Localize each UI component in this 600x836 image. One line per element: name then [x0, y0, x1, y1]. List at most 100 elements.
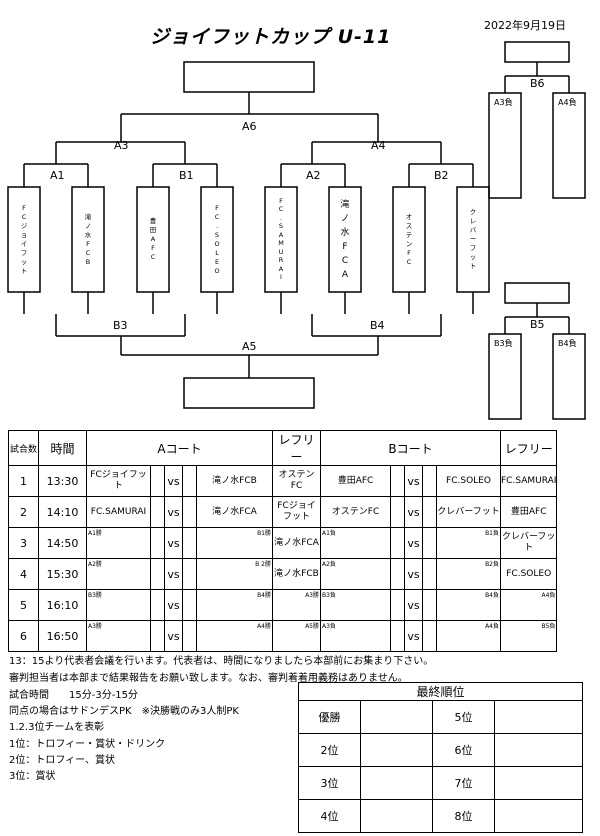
- rank-value: [360, 766, 433, 800]
- b-court-referee: FC.SOLEO: [499, 558, 558, 590]
- a-court-referee: 滝ノ水FCB: [272, 558, 321, 590]
- spacer-cell: [422, 558, 437, 590]
- rank-label: 6位: [432, 733, 495, 767]
- match-number: 5: [8, 589, 39, 621]
- a-court-home-team: B3勝: [86, 589, 151, 621]
- vs-label: vs: [404, 589, 423, 621]
- a-court-home-team: FCジョイフット: [86, 465, 151, 497]
- a-court-away-team: 滝ノ水FCA: [196, 496, 273, 528]
- match-label-a2: A2: [306, 169, 321, 182]
- header-b-court: Bコート: [320, 430, 501, 466]
- b-court-home-team: オステンFC: [320, 496, 391, 528]
- rank-label: 7位: [432, 766, 495, 800]
- vs-label: vs: [404, 558, 423, 590]
- spacer-cell: [150, 465, 165, 497]
- vs-label: vs: [164, 496, 183, 528]
- match-number: 3: [8, 527, 39, 559]
- b-court-referee: FC.SAMURAI: [499, 465, 558, 497]
- vs-label: vs: [164, 527, 183, 559]
- spacer-cell: [422, 589, 437, 621]
- a-court-referee: A3勝: [272, 589, 321, 621]
- vs-label: vs: [404, 620, 423, 652]
- a-court-referee: FCジョイフット: [272, 496, 321, 528]
- match-label-a5: A5: [242, 340, 257, 353]
- match-label-b6: B6: [530, 77, 545, 90]
- page-title: ジョイフットカップ U-11: [150, 26, 392, 48]
- note-line: 審判担当者は本部まで結果報告をお願い致します。なお、審判着着用義務はありません。: [9, 673, 408, 684]
- rank-label: 3位: [298, 766, 361, 800]
- match-label-b4: B4: [370, 319, 385, 332]
- note-line: 2位：トロフィー、賞状: [9, 755, 116, 766]
- b-court-referee: A4負: [499, 589, 558, 621]
- rank-label: 2位: [298, 733, 361, 767]
- b-court-away-team: B1負: [436, 527, 501, 559]
- rank-label: 5位: [432, 700, 495, 734]
- note-line: 同点の場合はサドンデスPK ※決勝戦のみ3人制PK: [9, 706, 239, 717]
- header-a-court: Aコート: [86, 430, 273, 466]
- ranking-title: 最終順位: [298, 682, 583, 701]
- match-time: 16:50: [38, 620, 87, 652]
- spacer-cell: [182, 620, 197, 652]
- b-court-away-team: クレバーフット: [436, 496, 501, 528]
- vs-label: vs: [404, 496, 423, 528]
- rank-value: [494, 700, 583, 734]
- side-label: A4負: [558, 98, 577, 107]
- spacer-cell: [150, 496, 165, 528]
- spacer-cell: [182, 589, 197, 621]
- match-label-b1: B1: [179, 169, 194, 182]
- spacer-cell: [150, 558, 165, 590]
- header-time: 時間: [38, 430, 87, 466]
- match-label-a6: A6: [242, 120, 257, 133]
- side-label: B3負: [494, 339, 513, 348]
- spacer-cell: [182, 527, 197, 559]
- vs-label: vs: [164, 558, 183, 590]
- note-line: 3位：賞状: [9, 771, 56, 782]
- a-court-referee: 滝ノ水FCA: [272, 527, 321, 559]
- match-number: 2: [8, 496, 39, 528]
- vs-label: vs: [164, 620, 183, 652]
- match-label-b3: B3: [113, 319, 128, 332]
- b-court-away-team: A4負: [436, 620, 501, 652]
- match-time: 16:10: [38, 589, 87, 621]
- match-label-a1: A1: [50, 169, 65, 182]
- spacer-cell: [150, 527, 165, 559]
- a-court-home-team: A3勝: [86, 620, 151, 652]
- spacer-cell: [390, 465, 405, 497]
- spacer-cell: [422, 496, 437, 528]
- match-time: 15:30: [38, 558, 87, 590]
- note-line: 13：15より代表者会議を行います。代表者は、時間になりましたら本部前にお集まり…: [9, 656, 434, 667]
- champion-box: [183, 61, 315, 93]
- rank-value: [494, 799, 583, 833]
- match-number: 1: [8, 465, 39, 497]
- rank-value: [494, 766, 583, 800]
- b-court-referee: クレバーフット: [499, 527, 558, 559]
- match-number: 4: [8, 558, 39, 590]
- a-court-away-team: A4勝: [196, 620, 273, 652]
- match-time: 14:10: [38, 496, 87, 528]
- spacer-cell: [182, 496, 197, 528]
- b-court-home-team: A1負: [320, 527, 391, 559]
- note-line: 試合時間 15分-3分-15分: [9, 690, 139, 701]
- match-time: 14:50: [38, 527, 87, 559]
- rank-value: [360, 799, 433, 833]
- match-label-a4: A4: [371, 139, 386, 152]
- rank-value: [360, 733, 433, 767]
- b-court-home-team: 豊田AFC: [320, 465, 391, 497]
- spacer-cell: [390, 620, 405, 652]
- rank-label: 4位: [298, 799, 361, 833]
- schedule-header-row: 試合数 時間 Aコート レフリー Bコート レフリー: [8, 430, 558, 466]
- header-referee-b: レフリー: [499, 430, 558, 466]
- spacer-cell: [390, 589, 405, 621]
- spacer-cell: [150, 620, 165, 652]
- spacer-cell: [150, 589, 165, 621]
- a-court-away-team: B1勝: [196, 527, 273, 559]
